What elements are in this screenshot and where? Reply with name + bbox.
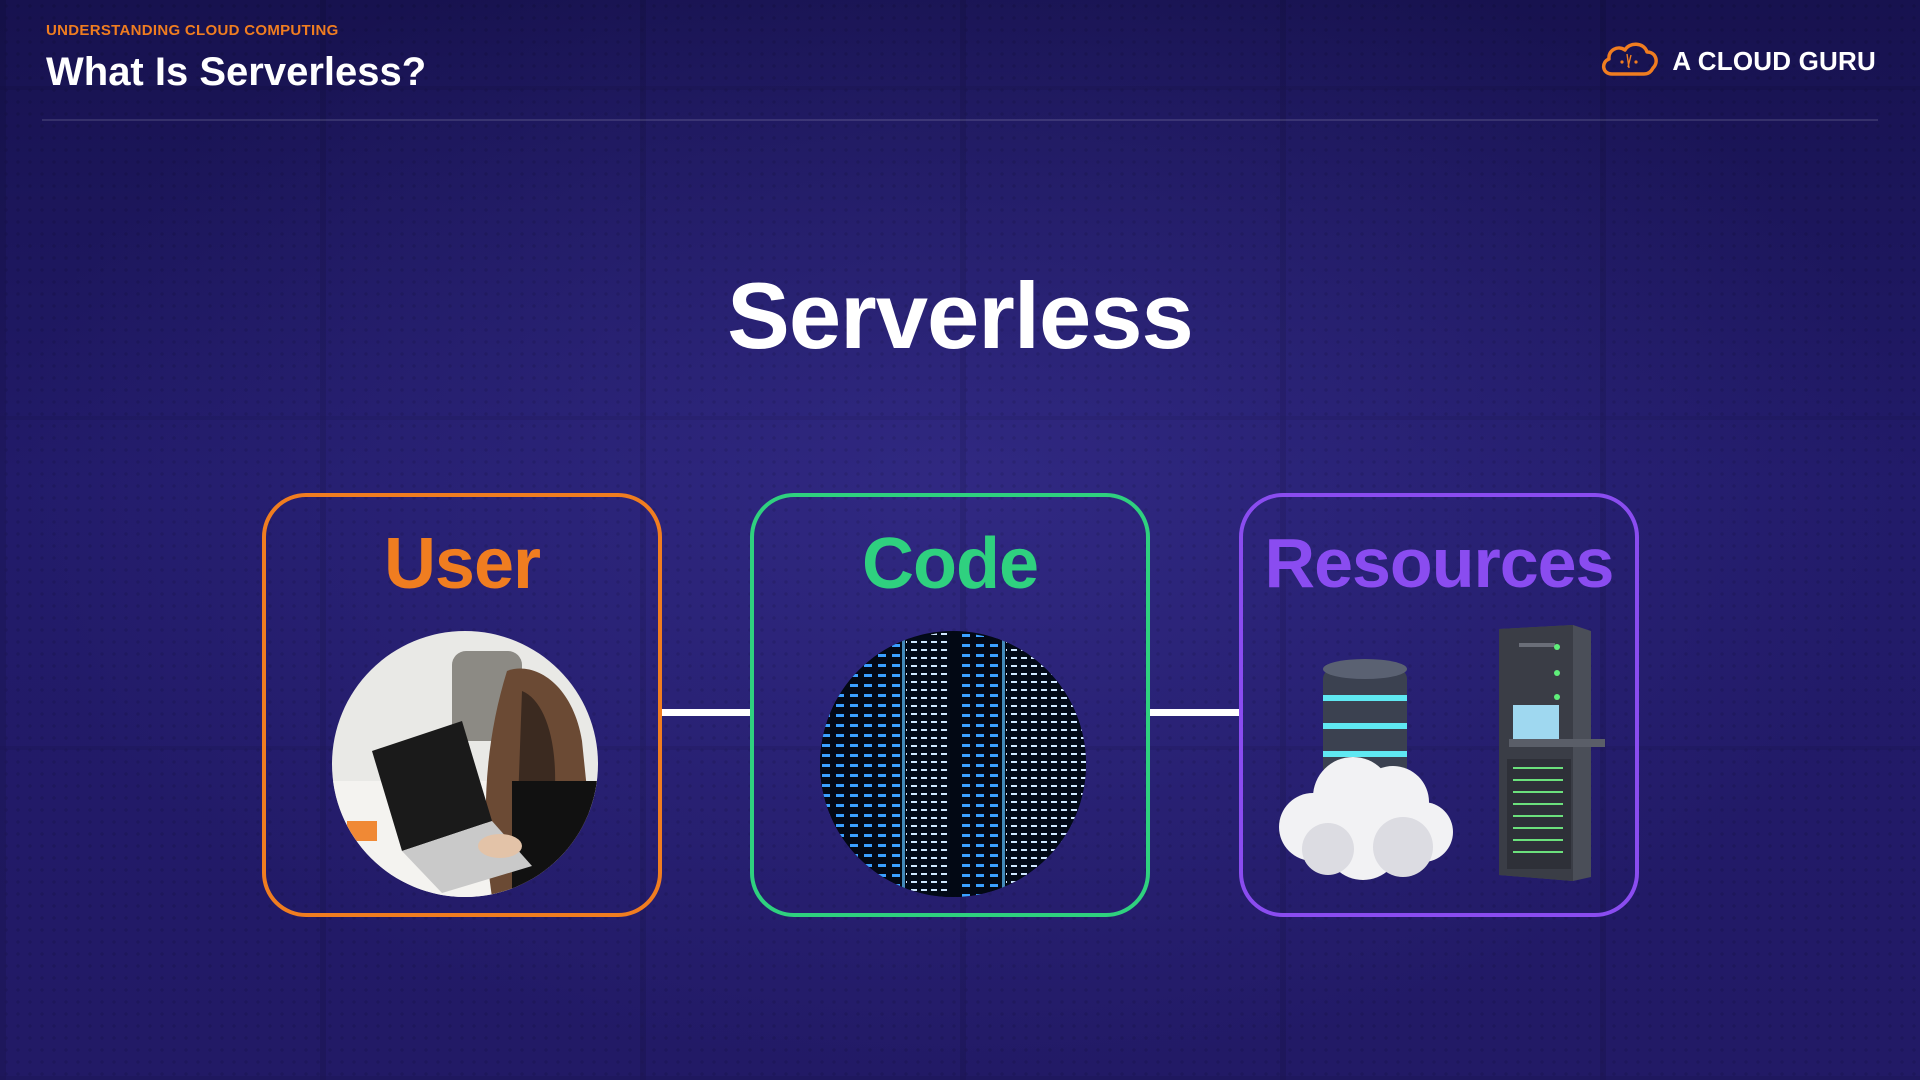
header-divider xyxy=(42,119,1878,121)
code-card-label: Code xyxy=(754,523,1146,605)
cloud-icon xyxy=(1279,757,1453,880)
cloud-database-and-server-rack-illustration xyxy=(1243,497,1643,921)
section-kicker: UNDERSTANDING CLOUD COMPUTING xyxy=(46,22,339,39)
brand-logo: A CLOUD GURU xyxy=(1598,38,1876,85)
connector-user-code xyxy=(662,709,754,716)
cloud-logo-icon xyxy=(1598,38,1660,85)
slide-title: What Is Serverless? xyxy=(46,50,426,95)
code-card: Code xyxy=(750,493,1150,917)
user-card: User xyxy=(262,493,662,917)
user-card-label: User xyxy=(266,523,658,605)
connector-code-resources xyxy=(1150,709,1243,716)
resources-card: Resources xyxy=(1239,493,1639,917)
person-with-laptop-photo xyxy=(332,631,598,897)
data-stream-photo xyxy=(820,631,1086,897)
brand-name: A CLOUD GURU xyxy=(1672,46,1876,77)
main-title: Serverless xyxy=(0,262,1920,370)
server-rack-icon xyxy=(1499,625,1605,881)
